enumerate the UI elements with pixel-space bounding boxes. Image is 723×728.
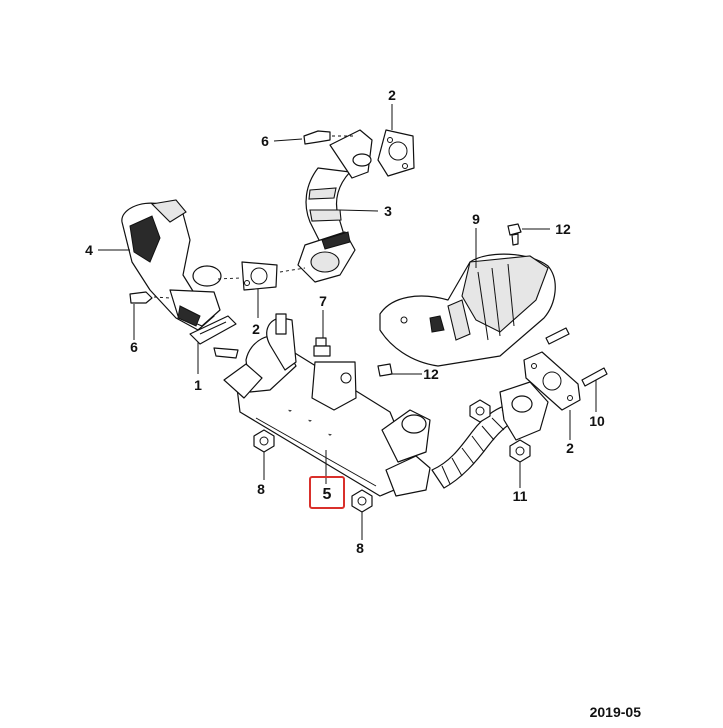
nut-8-bottom	[351, 489, 373, 513]
gasket-top	[377, 129, 415, 177]
callout-8-bottom: 8	[356, 540, 364, 556]
callout-12-top: 12	[555, 221, 571, 237]
nut-small-right	[469, 399, 491, 423]
callout-3: 3	[384, 203, 392, 219]
callout-6-left: 6	[130, 339, 138, 355]
callout-2-left: 2	[252, 321, 260, 337]
callout-12-bottom: 12	[423, 366, 439, 382]
callout-8-left: 8	[257, 481, 265, 497]
callout-2-top: 2	[388, 87, 396, 103]
leader-lines	[98, 104, 597, 540]
flex-pipe	[431, 381, 549, 489]
callout-2-right: 2	[566, 440, 574, 456]
callout-6-top: 6	[261, 133, 269, 149]
callout-4: 4	[85, 242, 93, 258]
bolt-left	[129, 291, 171, 304]
callout-7: 7	[319, 293, 327, 309]
nut-8-left	[253, 429, 275, 453]
highlight-box	[309, 476, 345, 509]
bolt-12-bottom	[377, 363, 393, 377]
callout-11: 11	[513, 488, 528, 504]
gasket-right	[523, 351, 581, 411]
nut-11	[509, 439, 531, 463]
callout-5: 5	[323, 486, 332, 503]
footer-code: 2019-05	[589, 704, 641, 720]
callout-10: 10	[589, 413, 605, 429]
egr-valve	[121, 199, 222, 331]
callout-1: 1	[194, 377, 202, 393]
bolt-top	[303, 130, 356, 145]
egr-upper-pipe	[297, 129, 373, 283]
egr-cooler	[213, 313, 431, 497]
callout-9: 9	[472, 211, 480, 227]
stud-7	[313, 337, 331, 357]
gasket-small	[189, 315, 237, 345]
bolt-12-top	[507, 223, 522, 246]
gasket-left	[217, 261, 306, 291]
heat-shield	[379, 253, 556, 367]
studs-10	[545, 327, 608, 387]
